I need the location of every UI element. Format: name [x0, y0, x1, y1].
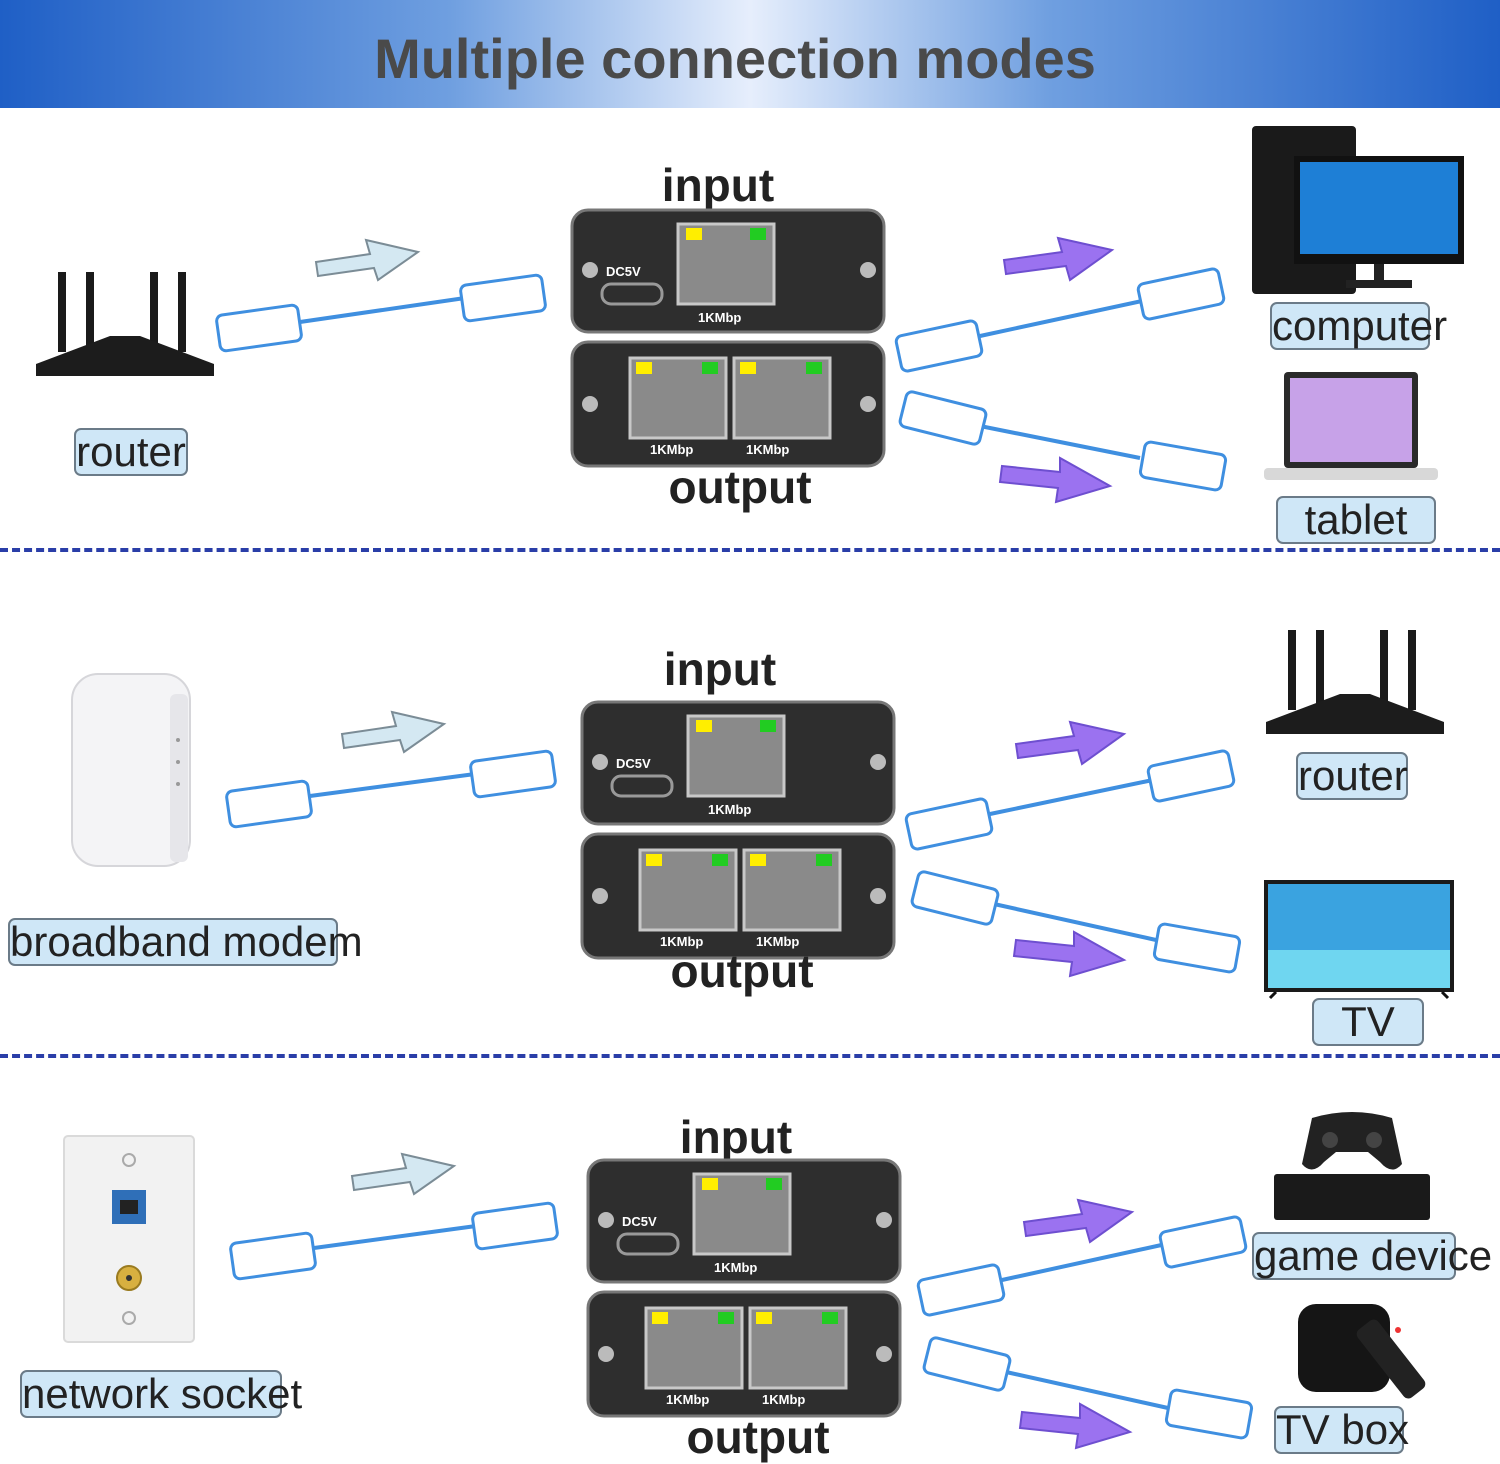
connection-mode-1: router input DC5V 1KMbp 1KMbp 1KMbp outp…: [0, 110, 1500, 548]
connectors-overlay: [225, 710, 1242, 978]
rj45-plug-icon: [459, 273, 547, 323]
input-arrow-icon: [340, 710, 447, 754]
target-label: TV box: [1274, 1406, 1410, 1454]
output-cable: [979, 424, 1141, 460]
input-label: input: [679, 1111, 793, 1163]
rj45-plug-icon: [922, 1336, 1012, 1392]
output-label: output: [668, 461, 812, 513]
target-label: tablet: [1276, 496, 1436, 544]
rj45-plug-icon: [1136, 267, 1226, 321]
laptop-icon: [1264, 372, 1438, 480]
header-banner: Multiple connection modes: [0, 0, 1500, 108]
ethernet-splitter: DC5V 1KMbp 1KMbp 1KMbp: [570, 208, 886, 468]
output-arrow-icon: [1018, 1402, 1133, 1450]
rj45-plug-icon: [225, 779, 313, 829]
tv-box-icon: [1298, 1304, 1426, 1399]
output-arrow-icon: [1022, 1198, 1135, 1244]
rj45-plug-icon: [1146, 749, 1236, 803]
rj45-plug-icon: [1164, 1388, 1254, 1440]
rj45-plug-icon: [916, 1263, 1006, 1317]
port-speed-label: 1KMbp: [746, 442, 789, 457]
wall-socket-icon: [63, 1135, 195, 1343]
ethernet-splitter: DC5V 1KMbp 1KMbp 1KMbp: [580, 700, 896, 960]
rj45-plug-icon: [215, 303, 303, 353]
output-label: output: [686, 1411, 830, 1463]
usb-c-port-icon: [600, 282, 664, 306]
rj45-plug-icon: [894, 319, 984, 373]
router-icon: [36, 272, 214, 376]
input-arrow-icon: [350, 1152, 457, 1196]
rj45-plug-icon: [904, 797, 994, 851]
port-speed-label: 1KMbp: [756, 934, 799, 949]
input-cable: [313, 1224, 477, 1250]
input-cable: [299, 296, 466, 324]
rj45-plug-icon: [910, 870, 1000, 926]
output-arrow-icon: [1012, 930, 1127, 978]
rj45-plug-icon: [469, 749, 557, 799]
rj45-plug-icon: [471, 1201, 559, 1251]
rj45-plug-icon: [229, 1231, 317, 1281]
output-arrow-icon: [998, 456, 1113, 504]
output-cable: [1005, 1370, 1169, 1410]
source-label: broadband modem: [8, 918, 363, 966]
port-speed-label: 1KMbp: [708, 802, 751, 817]
input-cable: [309, 772, 476, 798]
rj45-plug-icon: [898, 390, 988, 446]
output-cable: [989, 774, 1173, 816]
page-title: Multiple connection modes: [374, 27, 1096, 90]
rj45-plug-icon: [1152, 922, 1242, 974]
port-speed-label: 1KMbp: [714, 1260, 757, 1275]
game-console-icon: [1274, 1112, 1430, 1220]
port-speed-label: 1KMbp: [666, 1392, 709, 1407]
power-label: DC5V: [606, 264, 641, 279]
power-label: DC5V: [616, 756, 651, 771]
connectors-overlay: [229, 1152, 1254, 1450]
connection-mode-3: network socket input DC5V 1KMbp 1KMbp 1K…: [0, 1060, 1500, 1464]
output-cable: [993, 902, 1157, 942]
target-label: router: [1296, 752, 1408, 800]
source-label: router: [74, 428, 188, 476]
power-label: DC5V: [622, 1214, 657, 1229]
output-cable: [979, 294, 1166, 338]
rj45-plug-icon: [1138, 440, 1228, 492]
output-label: output: [670, 945, 814, 997]
computer-icon: [1252, 126, 1464, 294]
target-label: game device: [1252, 1232, 1493, 1280]
port-speed-label: 1KMbp: [698, 310, 741, 325]
port-speed-label: 1KMbp: [762, 1392, 805, 1407]
input-label: input: [661, 159, 775, 211]
target-label: TV: [1312, 998, 1424, 1046]
section-divider: [0, 1054, 1500, 1058]
tv-icon: [1264, 880, 1454, 1000]
modem-icon: [71, 673, 191, 867]
connection-mode-2: broadband modem input DC5V 1KMbp 1KMbp 1…: [0, 600, 1500, 1054]
output-arrow-icon: [1002, 236, 1115, 282]
router-icon: [1266, 630, 1444, 734]
input-label: input: [663, 643, 777, 695]
usb-c-port-icon: [610, 774, 674, 798]
target-label: computer: [1270, 302, 1448, 350]
connectors-overlay: [215, 236, 1228, 504]
source-label: network socket: [20, 1370, 303, 1418]
section-divider: [0, 548, 1500, 552]
port-speed-label: 1KMbp: [660, 934, 703, 949]
port-speed-label: 1KMbp: [650, 442, 693, 457]
output-cable: [1001, 1242, 1167, 1282]
usb-c-port-icon: [616, 1232, 680, 1256]
ethernet-splitter: DC5V 1KMbp 1KMbp 1KMbp: [586, 1158, 902, 1418]
rj45-plug-icon: [1158, 1215, 1248, 1269]
output-arrow-icon: [1014, 720, 1127, 766]
input-arrow-icon: [314, 238, 421, 282]
